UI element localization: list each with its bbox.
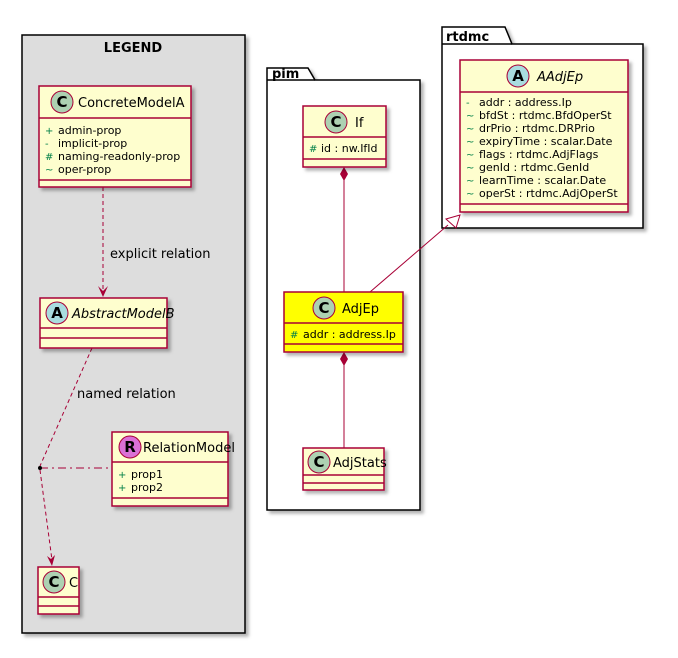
class-c-icon	[307, 450, 331, 474]
class-c[interactable]: C C	[37, 566, 80, 615]
svg-text:#: #	[45, 152, 53, 163]
legend-title: LEGEND	[104, 41, 163, 56]
class-c-icon	[324, 110, 348, 134]
svg-text:~: ~	[466, 176, 474, 187]
attribute: admin-prop	[58, 124, 121, 137]
svg-text:C: C	[330, 113, 341, 131]
class-name: RelationModel	[143, 441, 235, 456]
class-name: ConcreteModelA	[78, 96, 185, 111]
class-adj-ep[interactable]: C AdjEp # addr : address.Ip	[283, 291, 404, 353]
svg-text:~: ~	[466, 124, 474, 135]
class-concrete-model-a[interactable]: C ConcreteModelA + admin-prop - implicit…	[38, 85, 192, 188]
svg-text:C: C	[313, 453, 324, 471]
attribute: addr : address.Ip	[479, 96, 572, 109]
svg-text:~: ~	[466, 163, 474, 174]
attribute: drPrio : rtdmc.DRPrio	[479, 122, 595, 135]
attribute: prop1	[131, 468, 163, 481]
class-name: AbstractModelB	[71, 307, 175, 322]
pim-package-label: pim	[272, 67, 299, 82]
class-r-icon	[118, 435, 142, 459]
attribute: operSt : rtdmc.AdjOperSt	[479, 187, 618, 200]
svg-text:C: C	[48, 573, 59, 591]
attribute: bfdSt : rtdmc.BfdOperSt	[479, 109, 612, 122]
svg-text:~: ~	[466, 137, 474, 148]
relation-lines	[38, 167, 461, 566]
svg-text:R: R	[124, 438, 136, 456]
attribute: learnTime : scalar.Date	[479, 174, 606, 187]
svg-text:+: +	[45, 126, 53, 137]
class-c-icon	[312, 296, 336, 320]
svg-text:~: ~	[466, 111, 474, 122]
rtdmc-package-label: rtdmc	[446, 30, 489, 45]
class-a-icon	[45, 301, 69, 325]
class-adj-stats[interactable]: C AdjStats	[302, 447, 387, 491]
attribute: id : nw.IfId	[321, 142, 378, 155]
attribute-list: - addr : address.Ip ~ bfdSt : rtdmc.BfdO…	[466, 96, 618, 200]
class-c-icon	[42, 570, 66, 594]
svg-text:#: #	[290, 330, 298, 341]
attribute: naming-readonly-prop	[58, 150, 180, 163]
association-point	[38, 466, 42, 470]
svg-text:A: A	[512, 67, 524, 85]
svg-text:-: -	[45, 139, 49, 150]
attribute: prop2	[131, 481, 163, 494]
class-name: If	[355, 116, 364, 131]
class-abstract-model-b[interactable]: A AbstractModelB	[39, 297, 175, 349]
attribute: flags : rtdmc.AdjFlags	[479, 148, 599, 161]
attribute: genId : rtdmc.GenId	[479, 161, 589, 174]
attribute: implicit-prop	[58, 137, 127, 150]
attribute: oper-prop	[58, 163, 111, 176]
svg-text:-: -	[466, 98, 470, 109]
svg-text:C: C	[318, 299, 329, 317]
class-a-icon	[506, 64, 530, 88]
class-if[interactable]: C If # id : nw.IfId	[302, 105, 387, 168]
svg-text:#: #	[309, 144, 317, 155]
attribute: expiryTime : scalar.Date	[479, 135, 613, 148]
class-c-icon	[50, 90, 74, 114]
class-name: C	[69, 576, 78, 591]
class-name: AdjEp	[342, 302, 379, 317]
svg-text:~: ~	[45, 165, 53, 176]
attribute: addr : address.Ip	[303, 328, 396, 341]
svg-text:~: ~	[466, 189, 474, 200]
svg-text:A: A	[51, 304, 63, 322]
class-name: AAdjEp	[536, 70, 583, 85]
class-relation-model[interactable]: R RelationModel + prop1 + prop2	[111, 431, 235, 507]
svg-text:+: +	[118, 470, 126, 481]
class-a-adj-ep[interactable]: A AAdjEp - addr : address.Ip ~ bfdSt : r…	[459, 59, 629, 213]
svg-text:~: ~	[466, 150, 474, 161]
svg-text:+: +	[118, 483, 126, 494]
named-relation-label: named relation	[77, 387, 176, 402]
class-name: AdjStats	[333, 456, 387, 471]
explicit-relation-label: explicit relation	[110, 247, 210, 262]
svg-text:C: C	[56, 93, 67, 111]
